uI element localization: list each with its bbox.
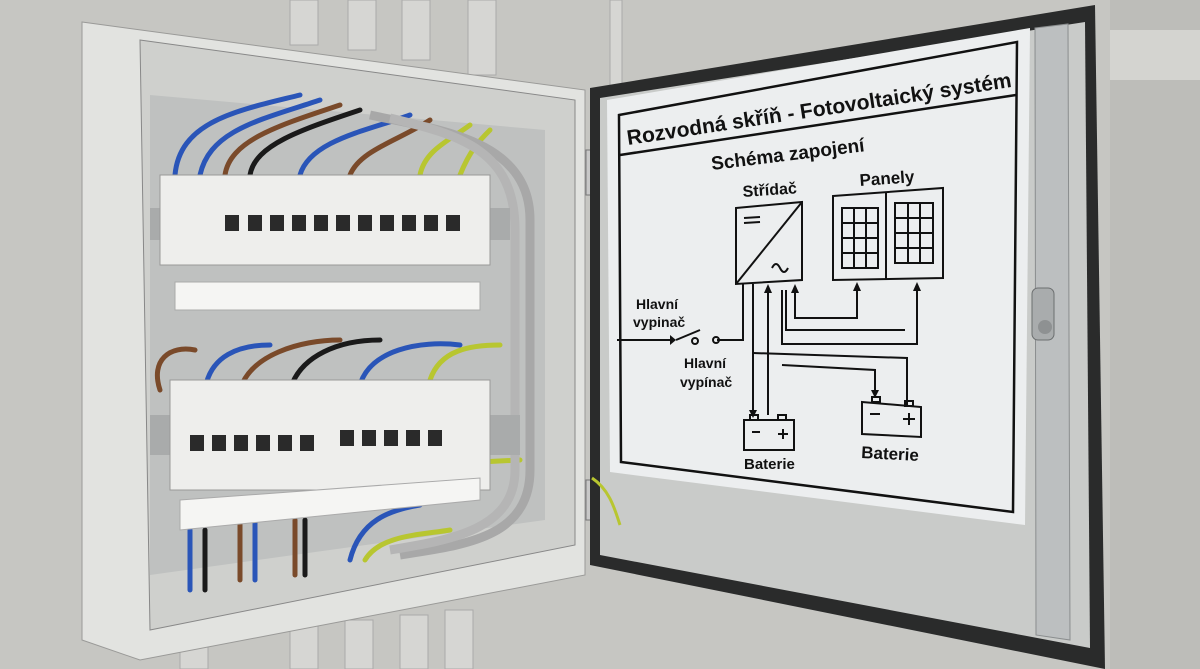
schematic-arrows	[670, 282, 921, 418]
door-lock-cylinder[interactable]	[1038, 320, 1052, 334]
label-panels: Panely	[859, 167, 916, 190]
ceiling-trim	[1110, 30, 1200, 80]
inverter-symbol	[735, 200, 803, 286]
schematic-border	[617, 40, 1019, 514]
label-main-switch-input-1: Hlavní	[636, 296, 679, 312]
label-strip-1	[174, 281, 481, 311]
gray-cable-bundle	[369, 110, 535, 560]
schematic-wires	[617, 284, 918, 415]
label-inverter: Střídač	[742, 180, 797, 201]
battery-2-symbol	[861, 396, 922, 439]
label-main-switch-input-2: vypinač	[633, 314, 685, 330]
label-strip-2	[179, 477, 481, 531]
solar-panels-symbol	[832, 186, 944, 282]
breaker-switches-row-1	[225, 215, 460, 231]
breaker-switches-row-2	[190, 430, 442, 451]
title-divider	[619, 93, 1017, 157]
conduits-top	[289, 0, 623, 91]
schematic-label-sheet	[607, 28, 1030, 525]
battery-1-symbol	[743, 414, 795, 451]
wall-right	[1110, 0, 1200, 669]
label-battery-1: Baterie	[744, 456, 795, 473]
label-battery-2: Baterie	[861, 443, 920, 465]
label-main-switch-2: vypínač	[680, 374, 732, 390]
label-main-switch-1: Hlavní	[684, 355, 727, 371]
ground-wire	[591, 476, 622, 526]
